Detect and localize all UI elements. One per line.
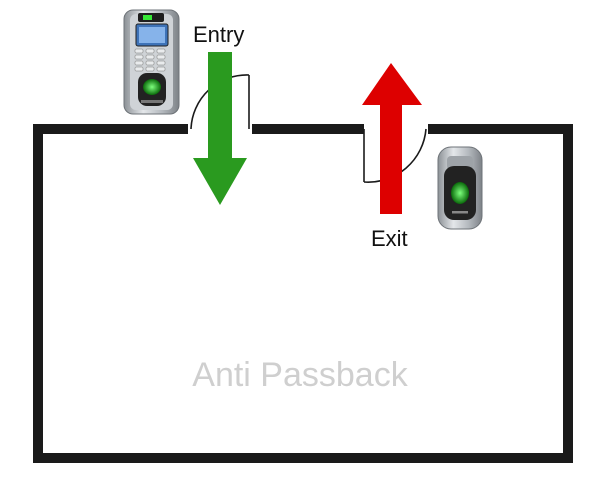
diagram-title: Anti Passback xyxy=(192,356,408,394)
exit-door xyxy=(363,128,427,183)
fingerprint-keypad-reader-icon xyxy=(123,9,180,115)
exit-arrow xyxy=(362,63,422,214)
fingerprint-reader-icon xyxy=(437,146,483,230)
room-walls xyxy=(33,124,573,463)
wall-outline xyxy=(33,124,573,463)
exit-label: Exit xyxy=(371,226,408,251)
exit-door-arc xyxy=(363,128,427,183)
entry-arrow xyxy=(193,52,247,205)
entry-label: Entry xyxy=(193,22,245,47)
